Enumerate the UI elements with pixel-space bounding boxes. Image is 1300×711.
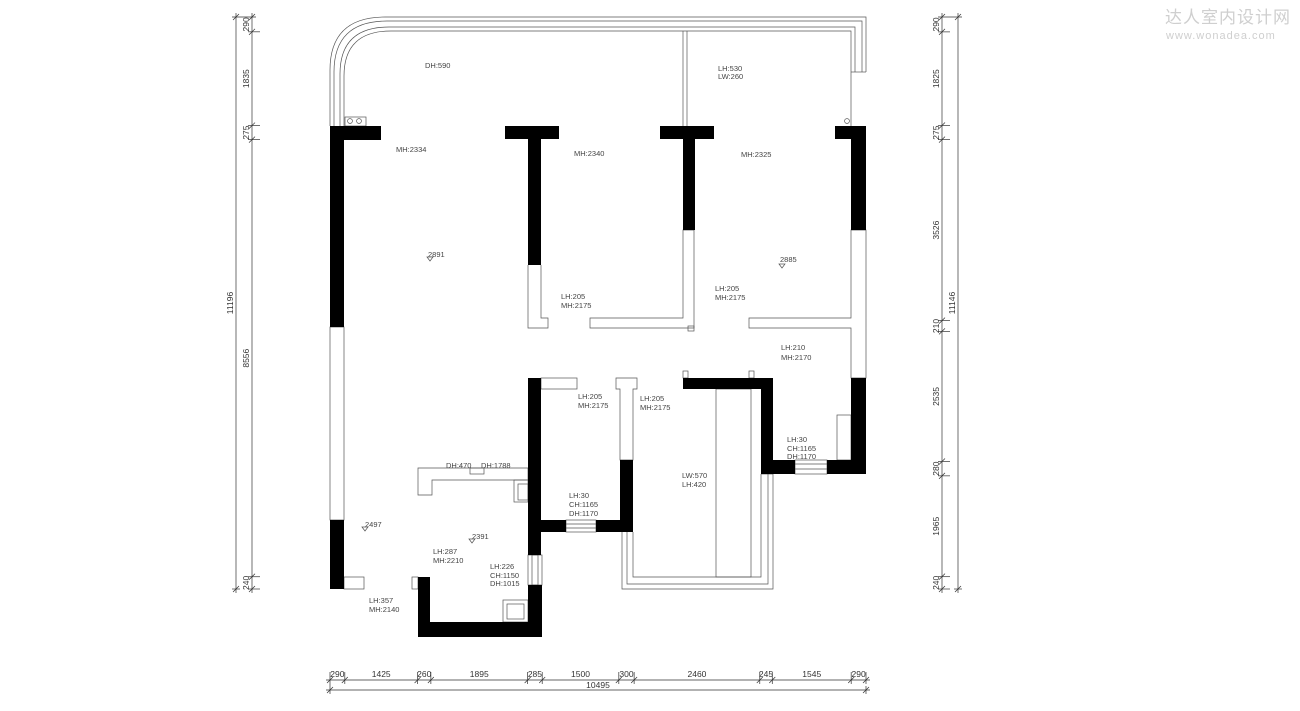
- label-lh205-d: LH:205: [640, 394, 664, 403]
- label-lh205-c: LH:205: [578, 392, 602, 401]
- partition-walls: [329, 229, 867, 623]
- dim-left-label: 1835: [241, 69, 251, 88]
- label-lh226: LH:226: [490, 562, 514, 571]
- dim-bottom-total: 10495: [586, 680, 610, 690]
- height-markers: [361, 256, 786, 544]
- dim-bottom-label: 245: [759, 669, 773, 679]
- label-mh2340: MH:2340: [574, 149, 604, 158]
- label-h2891: 2891: [428, 250, 445, 259]
- dim-bottom-label: 1425: [372, 669, 391, 679]
- dim-right-label: 210: [931, 319, 941, 333]
- dim-right-label: 1825: [931, 69, 941, 88]
- label-mh2175-a: MH:2175: [561, 301, 591, 310]
- label-lh357: LH:357: [369, 596, 393, 605]
- label-dh1170-b: DH:1170: [569, 509, 598, 518]
- dim-bottom-label: 2460: [687, 669, 706, 679]
- dim-right-label: 290: [931, 17, 941, 31]
- dim-right-label: 240: [931, 575, 941, 589]
- label-h2391: 2391: [472, 532, 489, 541]
- dim-bottom-label: 290: [330, 669, 344, 679]
- dim-bottom-label: 300: [619, 669, 633, 679]
- dim-bottom-label: 1545: [802, 669, 821, 679]
- label-mh2140: MH:2140: [369, 605, 399, 614]
- label-mh2175-b: MH:2175: [715, 293, 745, 302]
- label-ch1165-b: CH:1165: [569, 500, 598, 509]
- dim-right-label: 275: [931, 125, 941, 139]
- label-dh1015: DH:1015: [490, 579, 520, 588]
- dim-bottom-label: 1895: [470, 669, 489, 679]
- dim-right-total: 11146: [947, 292, 957, 315]
- label-lh287: LH:287: [433, 547, 457, 556]
- top-balcony: [329, 16, 867, 127]
- dim-left-label: 290: [241, 17, 251, 31]
- label-lw570: LW:570: [682, 471, 707, 480]
- dim-left-label: 275: [241, 125, 251, 139]
- load-bearing-walls: [330, 126, 866, 637]
- dim-right-label: 3526: [931, 220, 941, 239]
- label-dh1788: DH:1788: [481, 461, 511, 470]
- label-dh590: DH:590: [425, 61, 450, 70]
- label-lh205-a: LH:205: [561, 292, 585, 301]
- dim-left-label: 8556: [241, 348, 251, 367]
- label-dh470: DH:470: [446, 461, 471, 470]
- label-lh530: LH:530: [718, 64, 742, 73]
- label-mh2210: MH:2210: [433, 556, 463, 565]
- dim-right-label: 280: [931, 461, 941, 475]
- label-mh2175-d: MH:2175: [640, 403, 670, 412]
- dim-left-label: 240: [241, 576, 251, 590]
- dimension-bottom: 290 1425 260 1895 285 1500 300 2460 245 1545 290 10…: [326, 669, 870, 694]
- bottom-balcony: [621, 473, 774, 590]
- label-lw260: LW:260: [718, 72, 743, 81]
- label-mh2175-c: MH:2175: [578, 401, 608, 410]
- label-dh1170-a: DH:1170: [787, 452, 816, 461]
- label-lh30-a: LH:30: [787, 435, 807, 444]
- dim-bottom-label: 290: [852, 669, 866, 679]
- dim-bottom-label: 1500: [571, 669, 590, 679]
- label-h2885: 2885: [780, 255, 797, 264]
- dim-left-total: 11196: [225, 292, 235, 315]
- label-lh205-b: LH:205: [715, 284, 739, 293]
- dim-right-label: 1965: [931, 517, 941, 536]
- label-h2497: 2497: [365, 520, 382, 529]
- label-lh210: LH:210: [781, 343, 805, 352]
- label-mh2170: MH:2170: [781, 353, 811, 362]
- label-mh2325: MH:2325: [741, 150, 771, 159]
- room-labels: DH:590 LH:530 LW:260 MH:2334 MH:2340 MH:…: [365, 61, 816, 614]
- dimension-left: 290 1835 275 8556 240 11196: [225, 13, 260, 593]
- watermark-title: 达人室内设计网: [1165, 8, 1291, 27]
- dim-right-label: 2535: [931, 387, 941, 406]
- label-lh30-b: LH:30: [569, 491, 589, 500]
- label-mh2334: MH:2334: [396, 145, 426, 154]
- label-lh420: LH:420: [682, 480, 706, 489]
- dimension-right: 290 1825 275 3526 210 2535 280 1965 240 11146: [931, 13, 962, 593]
- label-ch1150: CH:1150: [490, 571, 519, 580]
- label-ch1165-a: CH:1165: [787, 444, 816, 453]
- watermark-url: www.wonadea.com: [1165, 30, 1276, 42]
- dim-bottom-label: 260: [417, 669, 431, 679]
- dim-bottom-label: 285: [528, 669, 542, 679]
